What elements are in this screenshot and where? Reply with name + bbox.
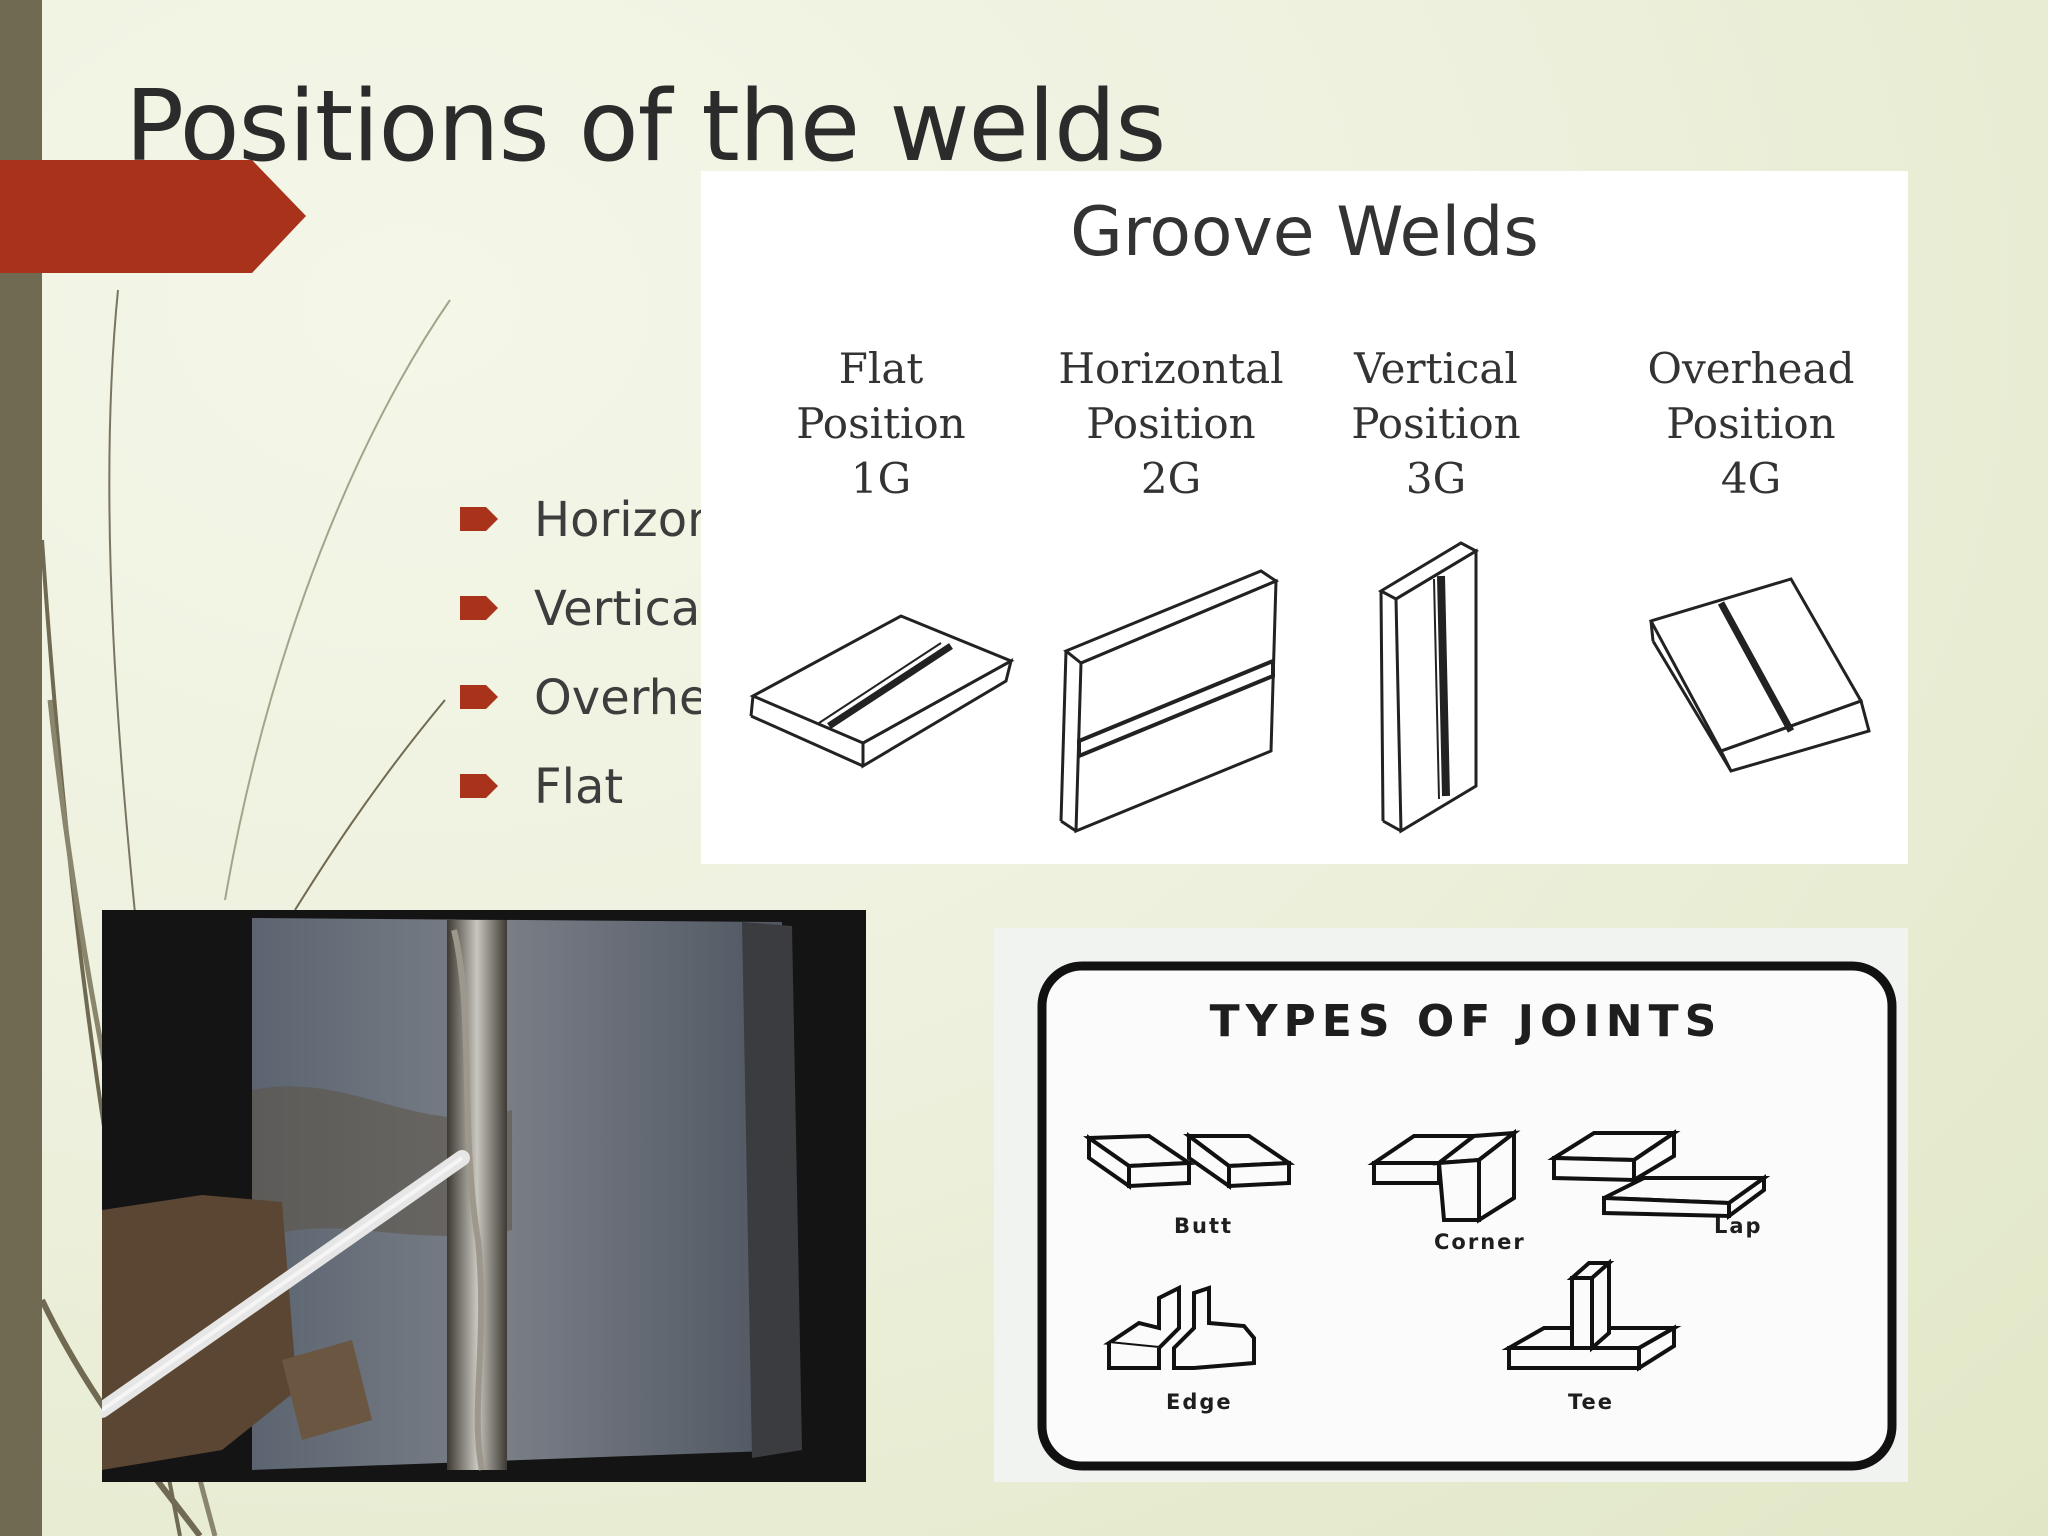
bullet-item-flat: Flat xyxy=(460,757,779,846)
groove-welds-title: Groove Welds xyxy=(1070,193,1539,272)
position-label-3g: Vertical Position 3G xyxy=(1306,341,1566,506)
bullet-arrow-icon xyxy=(460,685,498,709)
horizontal-2g-plate-drawing xyxy=(1059,569,1280,834)
butt-joint-drawing xyxy=(1082,1132,1296,1190)
position-word: Position xyxy=(1086,399,1256,448)
position-word: Position xyxy=(796,399,966,448)
position-label-2g: Horizontal Position 2G xyxy=(1041,341,1301,506)
bullet-arrow-icon xyxy=(460,774,498,798)
slide-title: Positions of the welds xyxy=(125,70,1166,184)
bullet-arrow-icon xyxy=(460,507,498,531)
position-word: Position xyxy=(1666,399,1836,448)
position-name: Vertical xyxy=(1354,344,1518,393)
position-code: 1G xyxy=(850,454,912,503)
flat-1g-plate-drawing xyxy=(749,614,1015,769)
groove-weld-drawings xyxy=(749,541,1871,834)
position-word: Position xyxy=(1351,399,1521,448)
position-name: Overhead xyxy=(1647,344,1855,393)
joint-label-lap: Lap xyxy=(1714,1214,1763,1238)
vertical-3g-plate-drawing xyxy=(1377,541,1480,834)
bullet-text: Flat xyxy=(534,759,624,815)
tee-joint-drawing xyxy=(1501,1258,1682,1372)
joint-label-edge: Edge xyxy=(1166,1390,1233,1414)
position-code: 4G xyxy=(1720,454,1782,503)
position-name: Horizontal xyxy=(1058,344,1284,393)
welding-photo xyxy=(102,910,866,1482)
welding-photo-drawing xyxy=(102,910,866,1482)
joint-label-tee: Tee xyxy=(1568,1390,1615,1414)
joint-drawings xyxy=(1082,1128,1771,1372)
bullet-text: Vertical xyxy=(534,581,714,637)
title-accent-arrow xyxy=(0,160,306,273)
overhead-4g-plate-drawing xyxy=(1648,577,1871,773)
position-label-1g: Flat Position 1G xyxy=(751,341,1011,506)
position-label-4g: Overhead Position 4G xyxy=(1621,341,1881,506)
bullet-item-vertical: Vertical xyxy=(460,579,779,668)
lap-joint-drawing xyxy=(1547,1129,1771,1220)
position-code: 3G xyxy=(1405,454,1467,503)
position-name: Flat xyxy=(838,344,924,393)
corner-joint-drawing xyxy=(1367,1128,1521,1224)
groove-welds-figure: Groove Welds Flat Position 1G Horizontal… xyxy=(701,171,1908,864)
joint-label-corner: Corner xyxy=(1434,1230,1526,1254)
types-of-joints-figure: TYPES OF JOINTS xyxy=(994,928,1908,1482)
edge-joint-drawing xyxy=(1103,1284,1256,1370)
bullet-arrow-icon xyxy=(460,596,498,620)
joint-label-butt: Butt xyxy=(1174,1214,1234,1238)
types-of-joints-title: TYPES OF JOINTS xyxy=(1209,996,1723,1047)
position-code: 2G xyxy=(1140,454,1202,503)
